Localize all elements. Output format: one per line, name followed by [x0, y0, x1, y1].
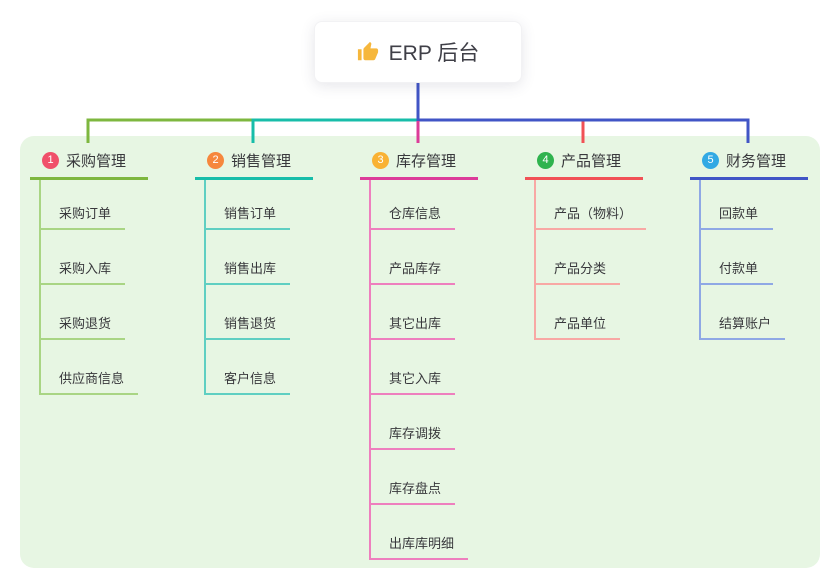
child-node-label: 销售订单 [224, 206, 277, 221]
child-node-label: 库存盘点 [389, 481, 442, 496]
child-node[interactable]: 库存调拨 [371, 395, 456, 450]
child-node[interactable]: 出库库明细 [371, 505, 469, 560]
branch-title[interactable]: 4 产品管理 [525, 150, 643, 180]
child-node-label: 付款单 [719, 261, 759, 276]
branches-panel: 1 采购管理 采购订单 采购入库 采购退货 供应商信息 2 销售管理 销售订单 … [20, 136, 820, 568]
child-node-label: 销售出库 [224, 261, 277, 276]
child-node[interactable]: 库存盘点 [371, 450, 456, 505]
branch-number-badge: 3 [372, 152, 389, 169]
child-node-label: 产品库存 [389, 261, 442, 276]
thumbs-up-icon [357, 41, 379, 63]
branch-title-label: 库存管理 [396, 153, 457, 170]
branch-title-label: 销售管理 [231, 153, 292, 170]
child-node-label: 回款单 [719, 206, 759, 221]
branch-title[interactable]: 2 销售管理 [195, 150, 313, 180]
child-node-label: 销售退货 [224, 316, 277, 331]
connector-branch-5 [416, 82, 750, 143]
child-node[interactable]: 结算账户 [701, 285, 786, 340]
branch-title-label: 产品管理 [561, 153, 622, 170]
child-node-label: 产品（物料） [554, 206, 633, 221]
child-node-label: 产品单位 [554, 316, 607, 331]
branch-5: 5 财务管理 回款单 付款单 结算账户 [690, 150, 808, 340]
child-node[interactable]: 其它入库 [371, 340, 456, 395]
branch-title-label: 采购管理 [66, 153, 127, 170]
child-node-label: 结算账户 [719, 316, 772, 331]
branch-children: 产品（物料） 产品分类 产品单位 [534, 180, 647, 340]
child-node-label: 产品分类 [554, 261, 607, 276]
branch-2: 2 销售管理 销售订单 销售出库 销售退货 客户信息 [195, 150, 313, 395]
branch-number-badge: 1 [42, 152, 59, 169]
root-node[interactable]: ERP 后台 [314, 21, 522, 83]
child-node-label: 出库库明细 [389, 536, 455, 551]
child-node-label: 仓库信息 [389, 206, 442, 221]
child-node[interactable]: 采购退货 [41, 285, 126, 340]
branch-title-label: 财务管理 [726, 153, 787, 170]
child-node[interactable]: 付款单 [701, 230, 773, 285]
child-node[interactable]: 销售订单 [206, 180, 291, 230]
child-node[interactable]: 产品单位 [536, 285, 621, 340]
child-node-label: 库存调拨 [389, 426, 442, 441]
child-node-label: 供应商信息 [59, 371, 125, 386]
branch-children: 仓库信息 产品库存 其它出库 其它入库 库存调拨 库存盘点 出库库明细 [369, 180, 469, 560]
child-node[interactable]: 采购订单 [41, 180, 126, 230]
child-node[interactable]: 产品（物料） [536, 180, 647, 230]
branch-number-badge: 5 [702, 152, 719, 169]
child-node[interactable]: 回款单 [701, 180, 773, 230]
branch-number-badge: 2 [207, 152, 224, 169]
child-node[interactable]: 产品库存 [371, 230, 456, 285]
branch-3: 3 库存管理 仓库信息 产品库存 其它出库 其它入库 库存调拨 库存盘点 出库库… [360, 150, 478, 560]
child-node[interactable]: 其它出库 [371, 285, 456, 340]
branch-children: 销售订单 销售出库 销售退货 客户信息 [204, 180, 291, 395]
child-node-label: 采购入库 [59, 261, 112, 276]
branch-number-badge: 4 [537, 152, 554, 169]
branch-1: 1 采购管理 采购订单 采购入库 采购退货 供应商信息 [30, 150, 148, 395]
branch-title[interactable]: 1 采购管理 [30, 150, 148, 180]
child-node[interactable]: 客户信息 [206, 340, 291, 395]
child-node[interactable]: 供应商信息 [41, 340, 139, 395]
root-title: ERP 后台 [388, 42, 480, 65]
branch-title[interactable]: 3 库存管理 [360, 150, 478, 180]
child-node-label: 采购退货 [59, 316, 112, 331]
child-node-label: 采购订单 [59, 206, 112, 221]
branch-children: 回款单 付款单 结算账户 [699, 180, 786, 340]
child-node-label: 其它出库 [389, 316, 442, 331]
child-node[interactable]: 仓库信息 [371, 180, 456, 230]
branch-title[interactable]: 5 财务管理 [690, 150, 808, 180]
child-node[interactable]: 销售出库 [206, 230, 291, 285]
child-node[interactable]: 销售退货 [206, 285, 291, 340]
branch-4: 4 产品管理 产品（物料） 产品分类 产品单位 [525, 150, 647, 340]
child-node-label: 其它入库 [389, 371, 442, 386]
child-node[interactable]: 采购入库 [41, 230, 126, 285]
child-node-label: 客户信息 [224, 371, 277, 386]
child-node[interactable]: 产品分类 [536, 230, 621, 285]
branch-children: 采购订单 采购入库 采购退货 供应商信息 [39, 180, 139, 395]
